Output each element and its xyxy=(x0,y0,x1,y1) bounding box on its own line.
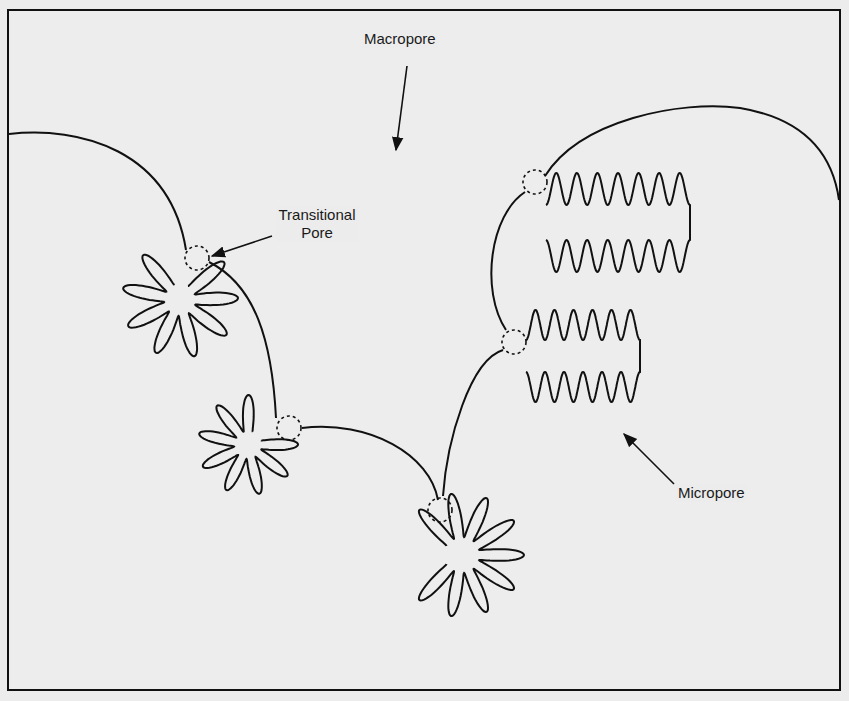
micropore-clusters xyxy=(123,173,690,616)
frame xyxy=(8,10,840,690)
micropore xyxy=(419,494,524,616)
leader-lines xyxy=(212,66,674,484)
micropore xyxy=(199,395,298,494)
transitional-pores xyxy=(185,170,547,522)
micropore xyxy=(526,310,640,402)
macropore-walls xyxy=(9,106,839,500)
micropore xyxy=(123,255,238,356)
callout-label: Macropore xyxy=(362,30,438,48)
callout-label: Transitional Pore xyxy=(276,206,358,242)
callout-label: Micropore xyxy=(676,484,747,502)
micropore xyxy=(546,173,690,272)
